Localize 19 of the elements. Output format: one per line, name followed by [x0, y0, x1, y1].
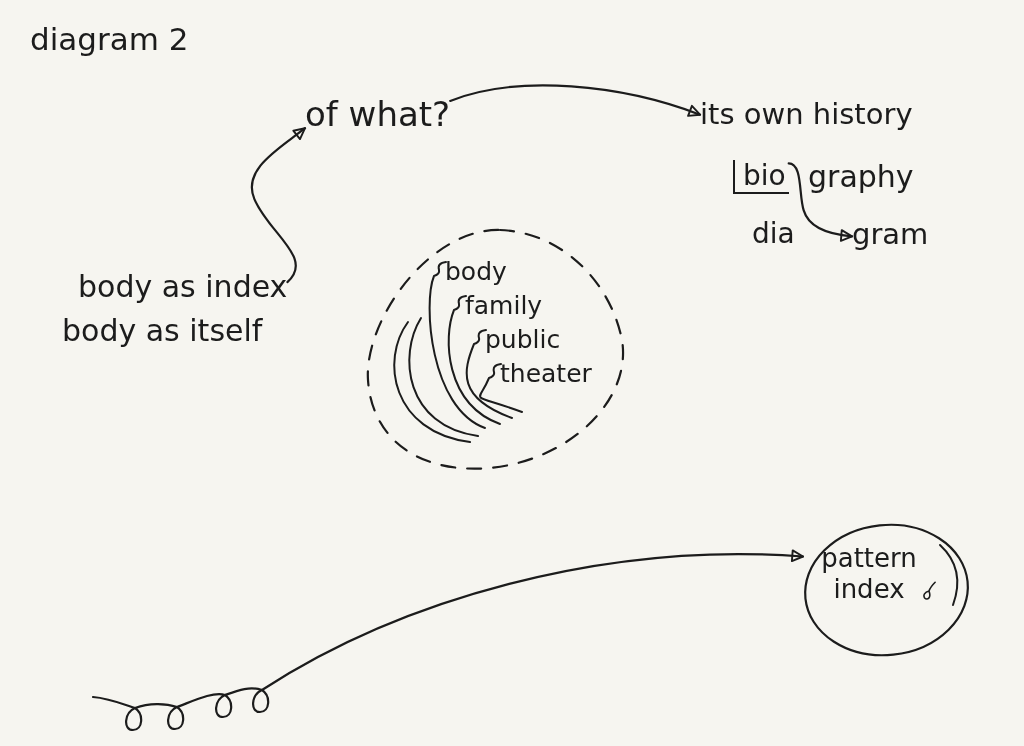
looped-arrow: [91, 549, 805, 732]
node-text: gram: [852, 218, 929, 252]
text-label: dia: [752, 218, 795, 251]
word-label: family: [465, 292, 543, 321]
node-text: of what?: [305, 95, 451, 135]
text-label: body as itself: [62, 314, 263, 349]
circle-node: [803, 523, 970, 657]
node-text: its own history: [700, 98, 913, 132]
word-label: theater: [500, 360, 592, 389]
arrow: [250, 127, 307, 284]
node-label: pattern index: [820, 543, 918, 606]
word-label: public: [485, 326, 561, 355]
bracketed-word: bio: [733, 160, 789, 195]
arrow: [449, 84, 702, 118]
text-label: graphy: [808, 160, 914, 195]
node-text: body as index: [78, 270, 288, 305]
diagram-title: diagram 2: [30, 22, 189, 58]
arrow: [787, 162, 854, 242]
word-label: body: [445, 258, 507, 287]
